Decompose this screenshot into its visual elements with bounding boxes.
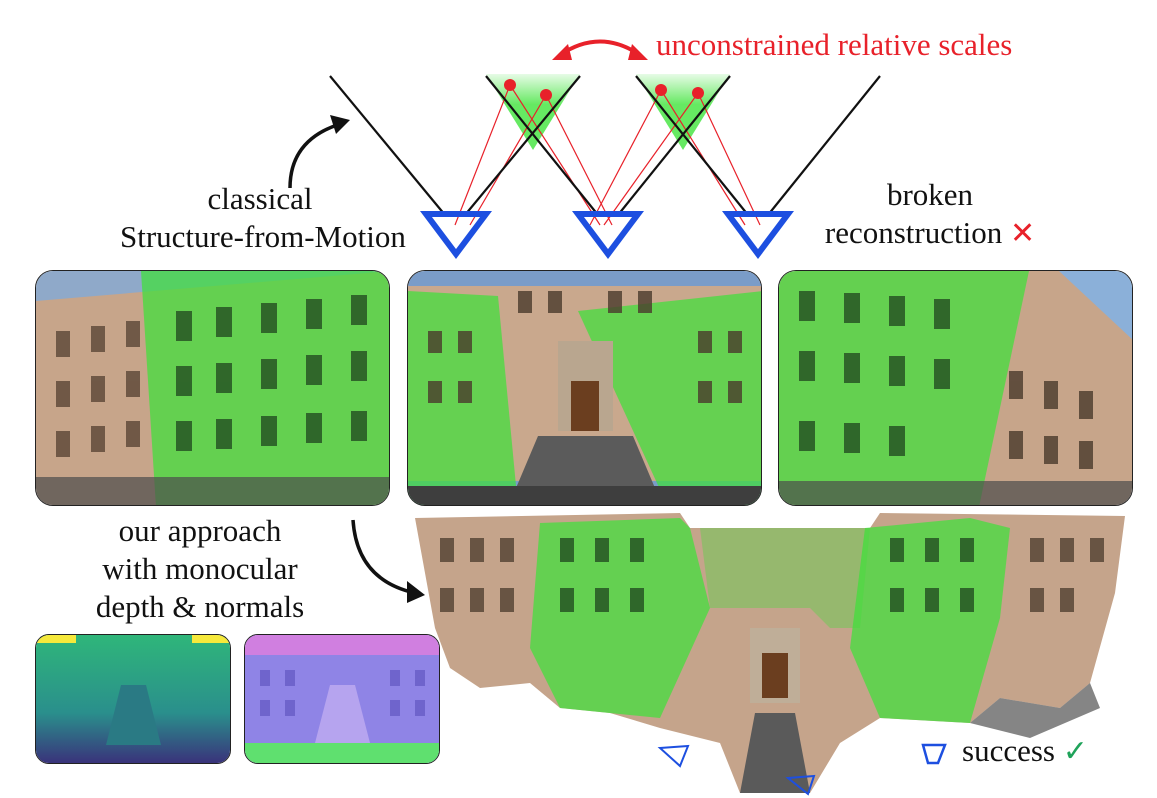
monocular-depth-map [35, 634, 231, 764]
our-approach-label: our approach with monocular depth & norm… [95, 513, 305, 624]
cross-icon: ✕ [1009, 216, 1036, 251]
camera-frustum-icon [921, 743, 947, 765]
success-label: success ✓ [920, 732, 1088, 771]
sfm-diagram [288, 39, 881, 259]
classical-arrow-icon [288, 122, 341, 189]
overlap-region-left [486, 74, 580, 150]
scale-arrow-icon [558, 39, 642, 57]
reconstruction-result [415, 513, 1125, 796]
scales-label: unconstrained relative scales [656, 27, 1013, 62]
camera-frustum-icon [420, 211, 794, 259]
reprojection-rays [454, 84, 761, 226]
monocular-normal-map [244, 634, 440, 764]
input-photo-right [778, 270, 1133, 506]
approach-arrow-icon [351, 519, 425, 603]
triangulated-points [504, 79, 704, 101]
classical-sfm-label: classical Structure-from-Motion [120, 181, 406, 254]
input-photo-left [35, 270, 390, 506]
input-photo-center [407, 270, 762, 506]
camera-frustum-icon [657, 744, 816, 796]
check-icon: ✓ [1062, 734, 1088, 769]
camera-cones [329, 75, 881, 216]
broken-reconstruction-label: broken reconstruction ✕ [824, 177, 1036, 251]
